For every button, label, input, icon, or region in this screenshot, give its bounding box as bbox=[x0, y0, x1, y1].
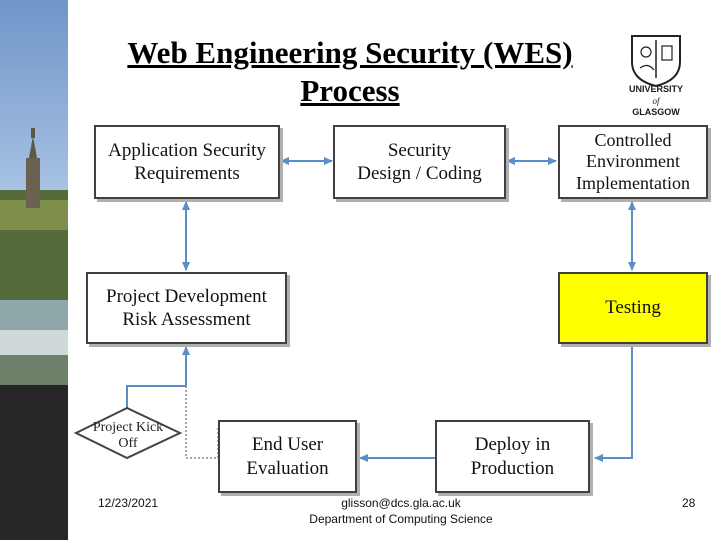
title-line-1: Web Engineering Security (WES) bbox=[127, 35, 573, 70]
arrow-kickoff-to-riskassess bbox=[126, 346, 190, 408]
logo-line-3: GLASGOW bbox=[632, 107, 680, 117]
box-testing: Testing bbox=[558, 272, 708, 344]
kickoff-diamond bbox=[73, 406, 183, 460]
logo-line-1: UNIVERSITY bbox=[628, 84, 683, 94]
footer-email: glisson@dcs.gla.ac.uk bbox=[341, 496, 461, 510]
footer-department: Department of Computing Science bbox=[309, 511, 493, 526]
dotted-enduser-to-kickoff bbox=[185, 386, 219, 459]
footer-page-number: 28 bbox=[682, 496, 696, 510]
logo-line-2: of bbox=[652, 96, 660, 106]
footer-contact: glisson@dcs.gla.ac.uk Department of Comp… bbox=[292, 496, 510, 527]
slide-title: Web Engineering Security (WES) Process bbox=[80, 34, 620, 110]
university-crest-icon bbox=[631, 35, 681, 88]
campus-photo bbox=[0, 0, 68, 540]
footer-date: 12/23/2021 bbox=[98, 496, 159, 510]
sidebar-photo bbox=[0, 0, 68, 540]
arrow-testing-to-deploy bbox=[594, 346, 633, 462]
title-line-2: Process bbox=[300, 72, 400, 108]
